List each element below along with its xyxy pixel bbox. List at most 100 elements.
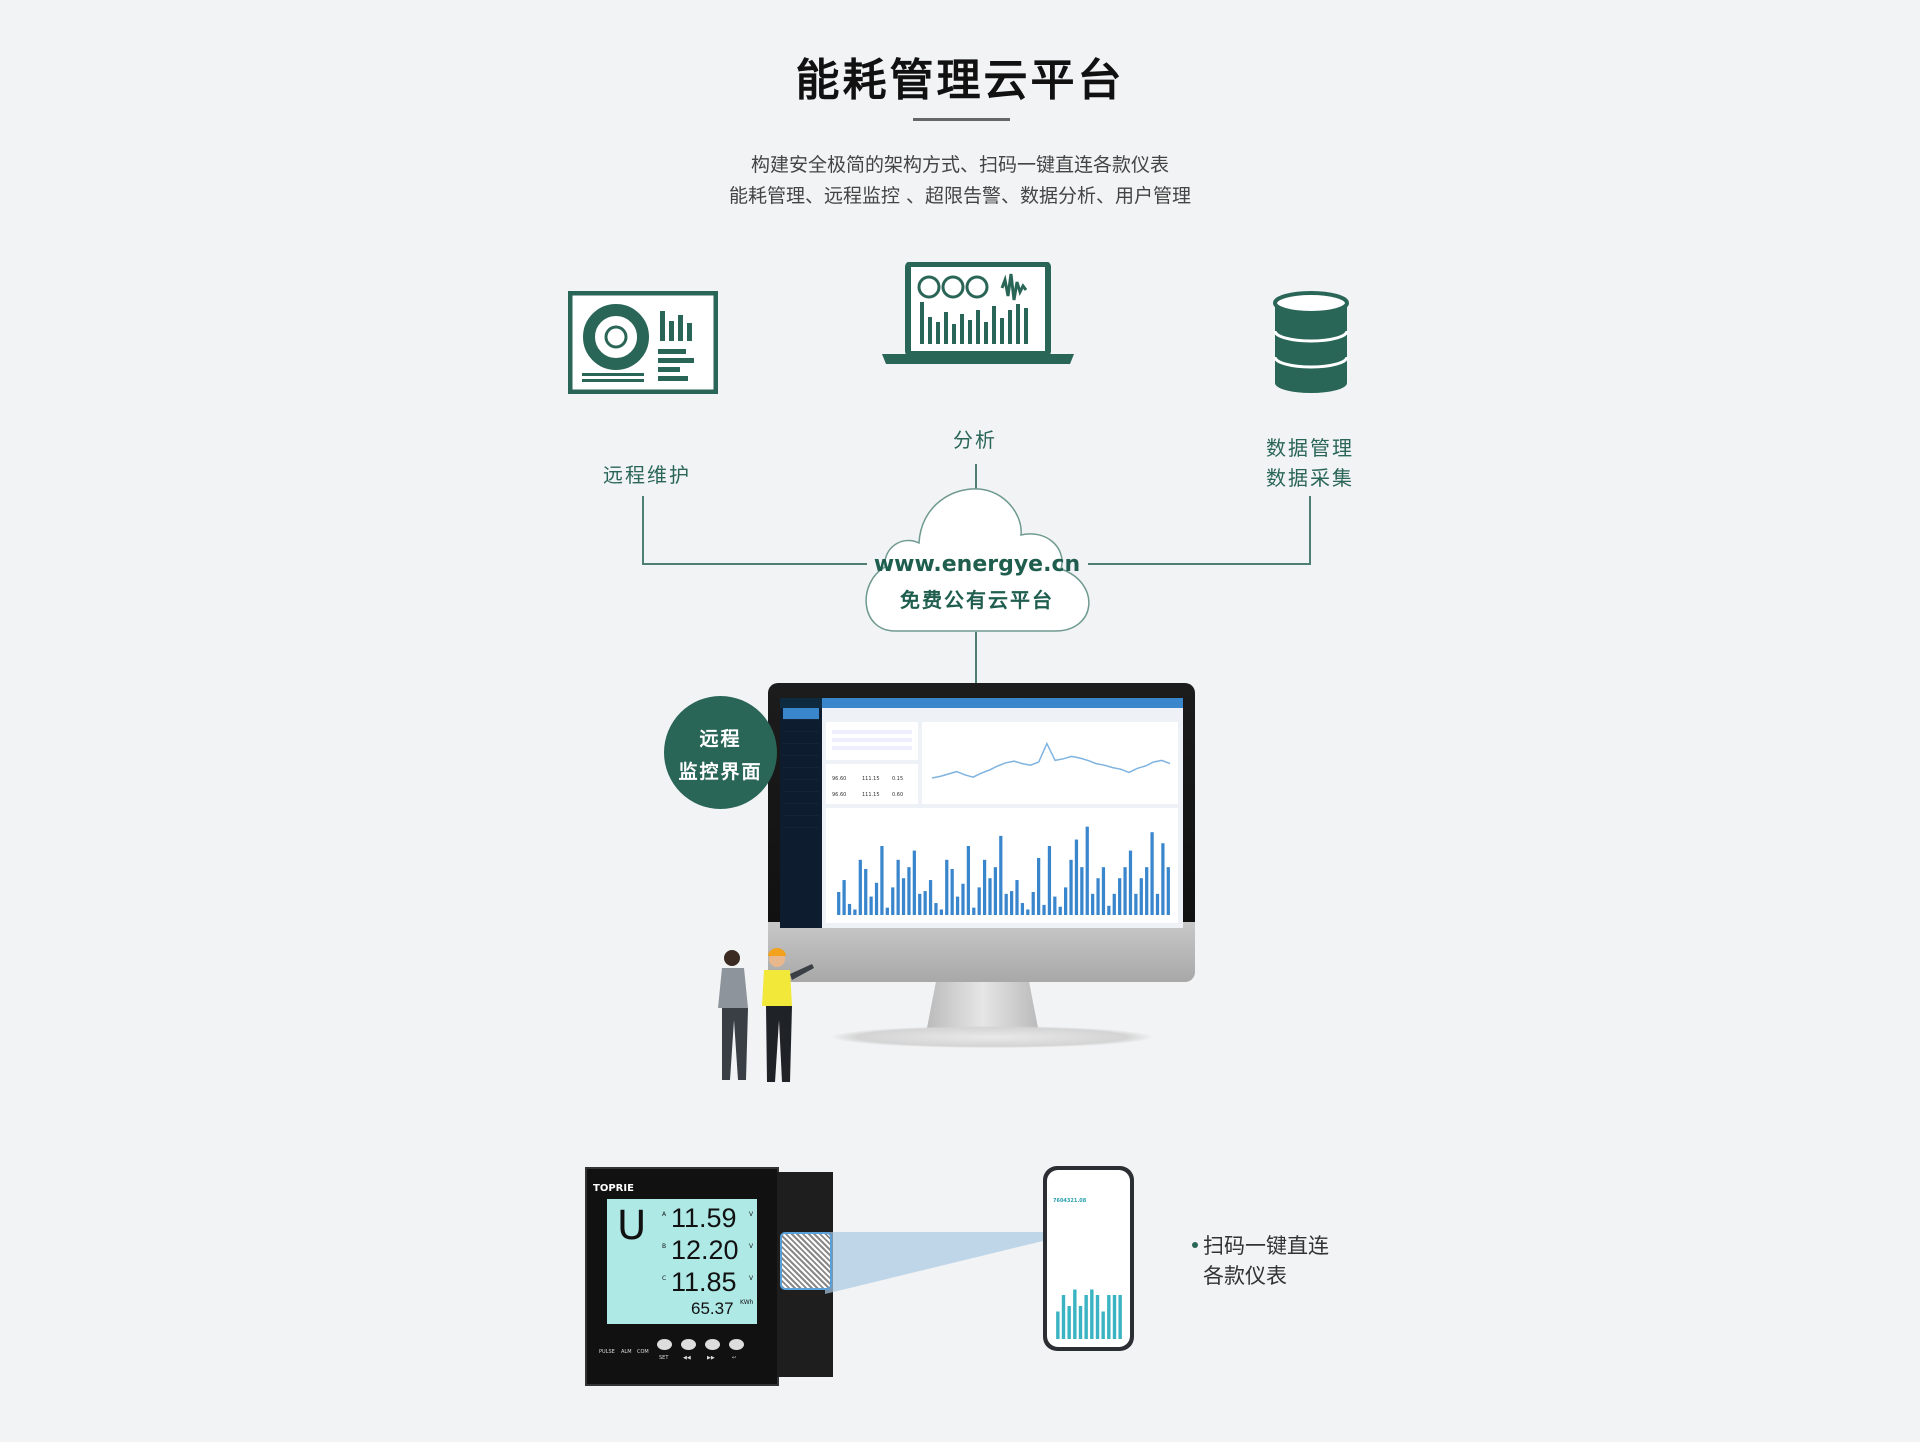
sidebar-item[interactable] xyxy=(783,732,819,744)
bar xyxy=(1080,867,1084,915)
bar xyxy=(858,859,862,915)
connector-left-horizontal xyxy=(642,563,867,565)
bar xyxy=(891,887,895,915)
bar xyxy=(1107,905,1111,915)
stat-value: 111.15 xyxy=(862,776,880,782)
phase-label: A xyxy=(662,1211,667,1218)
bar xyxy=(972,907,976,915)
bar xyxy=(1084,1295,1088,1339)
bar xyxy=(1015,880,1019,915)
bar xyxy=(1064,887,1068,915)
bar xyxy=(1139,878,1143,915)
monitor-stand xyxy=(927,982,1038,1028)
bar xyxy=(923,891,927,915)
meter-button-set[interactable] xyxy=(657,1339,672,1350)
sidebar-item[interactable] xyxy=(783,708,819,720)
connector-right-vertical xyxy=(1309,496,1311,564)
button-label: SET xyxy=(659,1355,669,1361)
cloud-url[interactable]: www.energye.cn xyxy=(873,552,1081,577)
bar-chart-panel xyxy=(826,808,1178,923)
bar xyxy=(1161,843,1165,915)
bar xyxy=(1166,867,1170,915)
feature-label-data-management: 数据管理 xyxy=(1266,436,1354,460)
phase-label: B xyxy=(662,1243,667,1250)
qr-code-icon[interactable] xyxy=(780,1232,832,1290)
stat-value: 0.60 xyxy=(892,792,904,798)
bar xyxy=(1150,832,1154,915)
sidebar-item[interactable] xyxy=(783,816,819,828)
bar xyxy=(1042,904,1046,915)
bar xyxy=(1058,906,1062,915)
bar xyxy=(993,867,998,915)
badge-line-1: 远程 xyxy=(699,728,742,750)
feature-label-remote-maintenance: 远程维护 xyxy=(603,463,691,487)
bullet-icon xyxy=(1192,1242,1198,1248)
unit-label: V xyxy=(749,1275,754,1282)
bar xyxy=(961,883,965,915)
bar xyxy=(1112,1295,1117,1339)
bar xyxy=(939,909,943,915)
meter-energy-unit: KWh xyxy=(740,1299,754,1306)
sidebar-item[interactable] xyxy=(783,768,819,780)
bar xyxy=(1112,893,1116,915)
screen-sidebar xyxy=(780,698,822,928)
led-alm: ALM xyxy=(621,1349,632,1355)
bar xyxy=(982,859,987,915)
bar xyxy=(1118,878,1122,915)
meter-symbol: U xyxy=(617,1203,647,1249)
bar xyxy=(1118,1295,1122,1339)
bar xyxy=(1061,1295,1066,1339)
stat-value: 96.60 xyxy=(832,792,847,798)
badge-line-2: 监控界面 xyxy=(678,761,763,783)
bar xyxy=(1091,893,1095,915)
sidebar-item[interactable] xyxy=(783,804,819,816)
meter-button-right[interactable] xyxy=(705,1339,720,1350)
bar xyxy=(1095,1295,1100,1339)
meter-button-back[interactable] xyxy=(729,1339,744,1350)
scan-feature-line-1: 扫码一键直连 xyxy=(1203,1234,1329,1258)
bar xyxy=(955,896,960,915)
feature-label-analysis: 分析 xyxy=(953,428,997,452)
meter-button-left[interactable] xyxy=(681,1339,696,1350)
bar xyxy=(1047,846,1052,915)
bar xyxy=(907,867,911,915)
filter-field[interactable] xyxy=(832,746,912,750)
bar xyxy=(1020,903,1025,915)
filter-field[interactable] xyxy=(832,738,912,742)
screen-logo xyxy=(780,698,822,708)
connector-center-top xyxy=(975,464,977,490)
connector-left-vertical xyxy=(642,496,644,564)
phone-bar-chart xyxy=(1056,1289,1122,1339)
sidebar-item[interactable] xyxy=(783,756,819,768)
unit-label: V xyxy=(749,1243,754,1250)
line-series xyxy=(931,741,1171,779)
filter-field[interactable] xyxy=(832,730,912,734)
bar xyxy=(1074,839,1079,915)
bar xyxy=(1101,867,1106,915)
meter-lcd: U A B C 11.59 12.20 11.85 V V V 65.37 KW… xyxy=(607,1199,757,1324)
sidebar-item[interactable] xyxy=(783,792,819,804)
bar xyxy=(1096,878,1100,915)
meter-phase-c: 11.85 xyxy=(671,1267,737,1297)
bar xyxy=(1056,1311,1060,1339)
line-chart-panel xyxy=(922,722,1178,804)
power-meter: TOPRIE U A B C 11.59 12.20 11.85 V V V 6… xyxy=(585,1167,779,1386)
sidebar-item[interactable] xyxy=(783,780,819,792)
monitor-base xyxy=(833,1026,1151,1048)
bar xyxy=(847,903,852,915)
bar xyxy=(999,835,1003,915)
bar xyxy=(928,880,933,915)
scan-beam xyxy=(825,1232,1047,1294)
monitor: 96.60 111.15 0.15 96.60 111.15 0.60 xyxy=(768,683,1195,982)
monitor-screen: 96.60 111.15 0.15 96.60 111.15 0.60 xyxy=(780,698,1183,928)
unit-label: V xyxy=(749,1211,754,1218)
sidebar-item[interactable] xyxy=(783,744,819,756)
bar xyxy=(874,882,879,915)
phone-screen: 7604321.08 xyxy=(1047,1170,1130,1347)
screen-bar-chart xyxy=(837,826,1170,915)
sidebar-item[interactable] xyxy=(783,720,819,732)
bar xyxy=(1069,859,1073,915)
subtitle-line-2: 能耗管理、远程监控 、超限告警、数据分析、用户管理 xyxy=(728,185,1192,207)
dashboard-monitor-icon xyxy=(568,291,718,394)
bar xyxy=(1155,893,1160,915)
